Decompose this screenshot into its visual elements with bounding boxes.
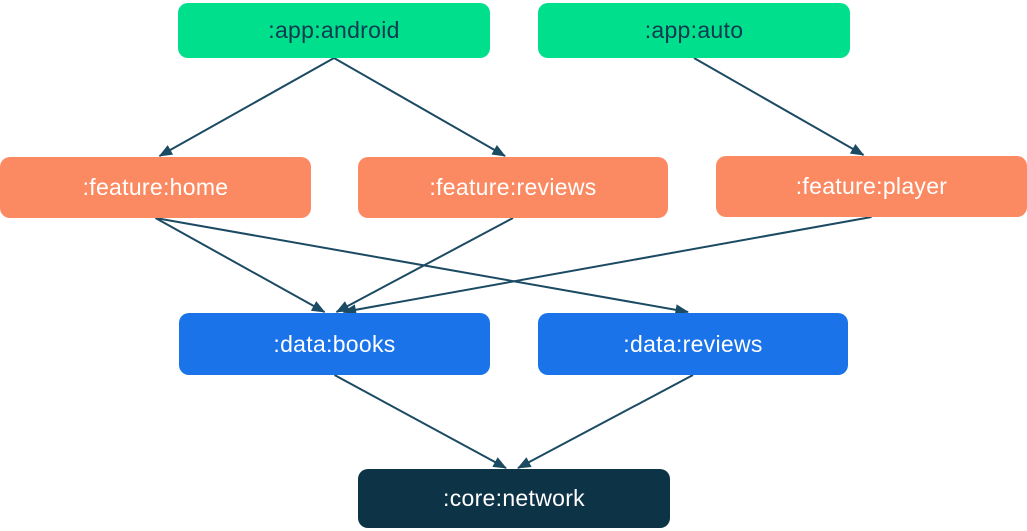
node-feature-home: :feature:home: [0, 157, 311, 218]
node-feature-reviews-label: :feature:reviews: [429, 174, 597, 200]
node-data-reviews: :data:reviews: [538, 313, 848, 375]
edge-data-books-to-core-network: [334, 374, 507, 469]
node-feature-reviews: :feature:reviews: [358, 157, 668, 218]
edge-app-auto-to-feature-player: [693, 57, 865, 156]
node-data-reviews-label: :data:reviews: [623, 330, 763, 357]
edge-feature-home-to-data-books: [155, 217, 326, 313]
node-feature-player: :feature:player: [716, 156, 1027, 217]
node-data-books-label: :data:books: [273, 330, 396, 357]
edge-data-reviews-to-core-network: [517, 374, 694, 469]
node-feature-home-label: :feature:home: [82, 174, 229, 200]
edge-feature-player-to-data-books: [342, 216, 872, 316]
node-data-books: :data:books: [179, 313, 490, 375]
node-core-network-label: :core:network: [443, 485, 585, 511]
edge-app-android-to-feature-reviews: [333, 57, 506, 157]
edge-feature-home-to-data-reviews: [155, 217, 689, 316]
node-app-android-label: :app:android: [268, 17, 400, 43]
node-feature-player-label: :feature:player: [795, 173, 948, 199]
edge-app-android-to-feature-home: [158, 57, 335, 157]
node-app-auto-label: :app:auto: [644, 17, 744, 43]
node-app-android: :app:android: [178, 3, 490, 58]
node-app-auto: :app:auto: [538, 3, 850, 58]
edge-feature-reviews-to-data-books: [335, 217, 514, 313]
node-core-network: :core:network: [358, 469, 670, 528]
